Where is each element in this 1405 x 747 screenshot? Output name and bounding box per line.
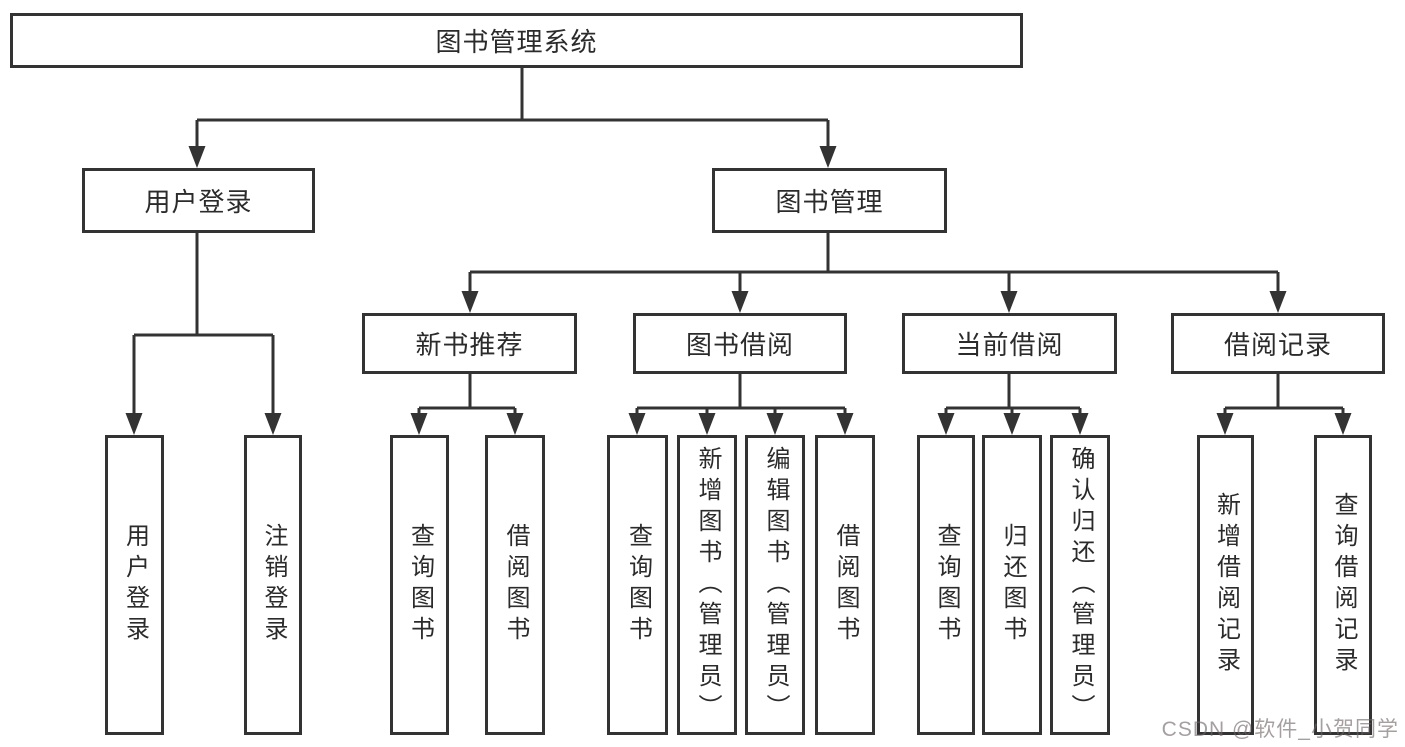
node-book-management: 图书管理	[712, 168, 947, 233]
leaf-cb-return-books: 归还图书	[982, 435, 1042, 735]
node-borrow-records: 借阅记录	[1171, 313, 1385, 374]
leaf-nb-borrow-books: 借阅图书	[485, 435, 545, 735]
csdn-watermark: CSDN @软件_小贺同学	[1161, 718, 1399, 741]
node-new-book-recommend: 新书推荐	[362, 313, 577, 374]
leaf-nb-query-books: 查询图书	[390, 435, 449, 735]
node-user-login: 用户登录	[82, 168, 315, 233]
node-book-borrow: 图书借阅	[633, 313, 847, 374]
leaf-user-login: 用户登录	[105, 435, 164, 735]
leaf-cb-confirm-return-admin: 确认归还（管理员）	[1050, 435, 1110, 735]
leaf-br-add-record: 新增借阅记录	[1197, 435, 1254, 735]
leaf-br-query-record: 查询借阅记录	[1314, 435, 1372, 735]
leaf-bb-add-books-admin: 新增图书（管理员）	[677, 435, 737, 735]
leaf-bb-edit-books-admin: 编辑图书（管理员）	[745, 435, 805, 735]
leaf-cb-query-books: 查询图书	[917, 435, 975, 735]
leaf-logout: 注销登录	[244, 435, 302, 735]
leaf-bb-query-books: 查询图书	[607, 435, 668, 735]
node-current-borrow: 当前借阅	[902, 313, 1117, 374]
leaf-bb-borrow-books: 借阅图书	[815, 435, 875, 735]
node-library-management-system: 图书管理系统	[10, 13, 1023, 68]
